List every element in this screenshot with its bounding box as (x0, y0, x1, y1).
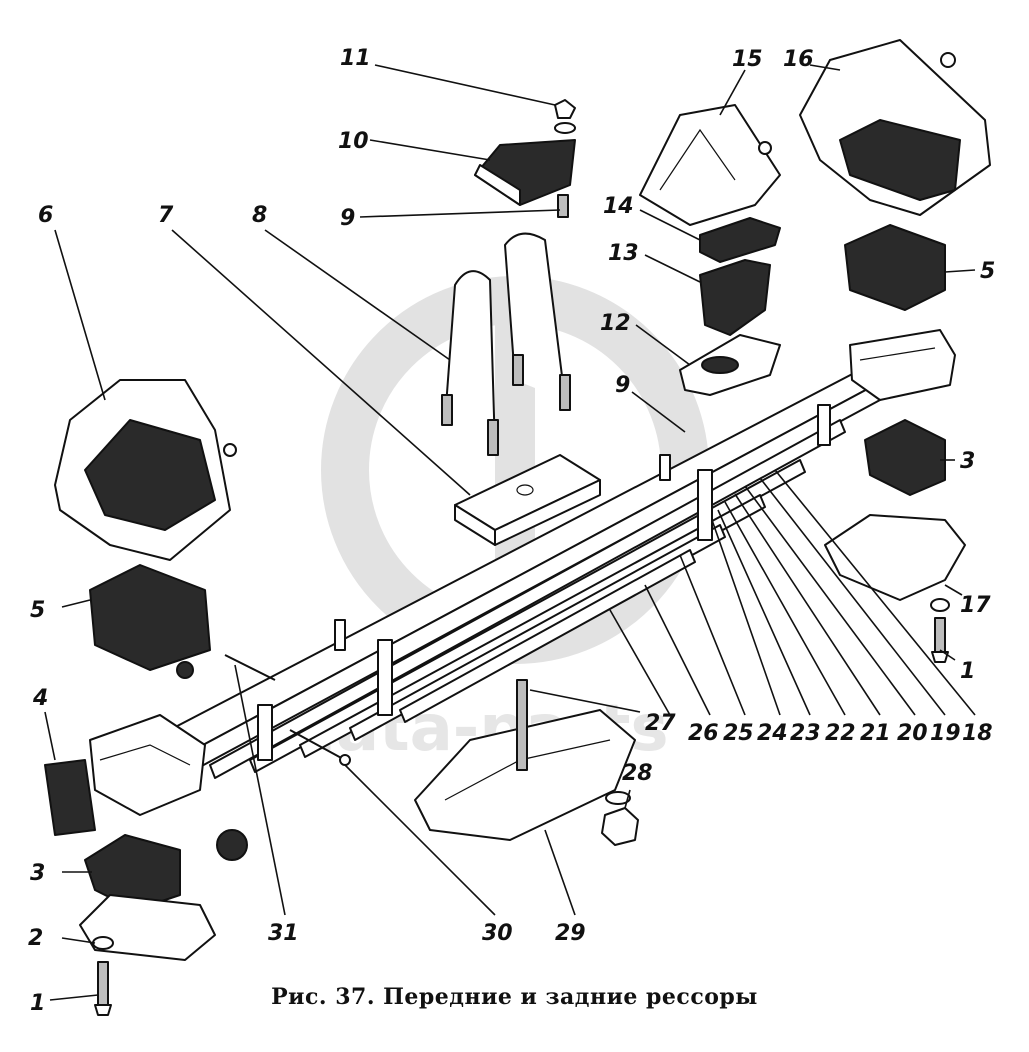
part-3-cushion-right (864, 419, 946, 496)
callout-22: 22 (825, 721, 856, 746)
part-6-bracket (54, 379, 237, 561)
callout-26: 26 (688, 721, 719, 746)
leaf-spring (89, 329, 956, 816)
part-14-block (699, 217, 781, 263)
callout-19: 19 (930, 721, 961, 746)
part-1-bolt-right (931, 617, 949, 663)
callout-2: 2 (28, 926, 43, 951)
part-8-pad (454, 454, 601, 546)
callouts: 1 1 2 3 3 4 5 5 6 7 8 9 9 10 11 12 13 14… (28, 46, 995, 1016)
callout-13: 13 (608, 241, 639, 266)
callout-24: 24 (757, 721, 788, 746)
callout-16: 16 (783, 47, 814, 72)
callout-25: 25 (723, 721, 754, 746)
callout-1-left: 1 (30, 991, 45, 1016)
part-5-rubber-block-right (844, 224, 946, 311)
callout-3-right: 3 (960, 449, 975, 474)
callout-14: 14 (603, 194, 634, 219)
callout-29: 29 (555, 921, 586, 946)
callout-5-left: 5 (30, 598, 45, 623)
part-1-bolt-left (94, 961, 112, 1016)
callout-27: 27 (645, 711, 676, 736)
part-28-nut (601, 791, 639, 846)
callout-20: 20 (897, 721, 928, 746)
callout-6: 6 (38, 203, 53, 228)
part-31-pin (224, 654, 276, 681)
callout-18: 18 (962, 721, 993, 746)
callout-10: 10 (338, 129, 369, 154)
callout-1-right: 1 (960, 659, 975, 684)
callout-17: 17 (960, 593, 991, 618)
part-4-pad (44, 759, 248, 861)
callout-12: 12 (600, 311, 631, 336)
part-7-u-bolts (441, 232, 571, 456)
callout-15: 15 (732, 47, 763, 72)
part-15-bracket (639, 104, 781, 226)
callout-4: 4 (32, 686, 48, 711)
callout-31: 31 (268, 921, 299, 946)
callout-5-right: 5 (980, 259, 995, 284)
part-10-plate (474, 99, 576, 218)
callout-28: 28 (622, 761, 653, 786)
part-3-cushion-left (84, 834, 181, 911)
part-16-bracket (799, 39, 991, 216)
callout-3-left: 3 (30, 861, 45, 886)
part-5-rubber-block-left (89, 564, 211, 679)
callout-21: 21 (860, 721, 891, 746)
callout-7: 7 (158, 203, 174, 228)
part-29-pad (414, 679, 636, 841)
part-12-plate (679, 334, 781, 396)
callout-23: 23 (790, 721, 821, 746)
figure-caption: Рис. 37. Передние и задние рессоры (271, 984, 758, 1010)
callout-9-top: 9 (340, 206, 355, 231)
part-2-lower-bracket (79, 894, 216, 961)
callout-11: 11 (340, 46, 371, 71)
callout-30: 30 (482, 921, 513, 946)
callout-8: 8 (252, 203, 267, 228)
callout-9-mid: 9 (615, 373, 630, 398)
part-13-bump (699, 259, 771, 336)
leader-lines (44, 64, 976, 1001)
part-17-lower-bracket (824, 514, 966, 612)
